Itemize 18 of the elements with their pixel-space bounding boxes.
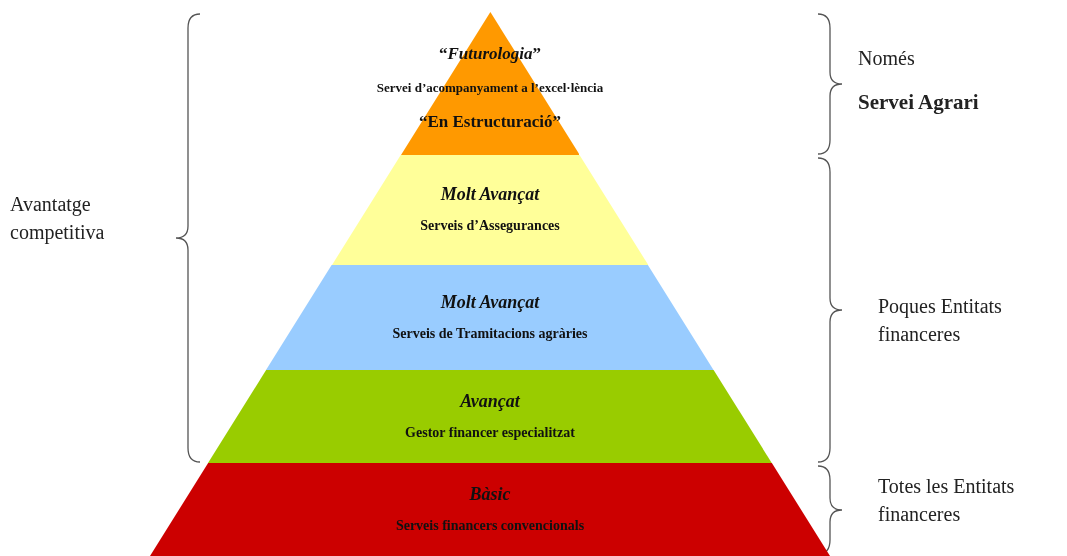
tier-heading: Avançat <box>458 389 521 413</box>
side-note: Avantatge competitiva <box>10 192 106 246</box>
tier-heading: Molt Avançat <box>439 290 541 314</box>
pyramid-tier <box>266 265 714 370</box>
tier-description: Gestor financer especialitzat <box>404 423 576 442</box>
tier-heading: Bàsic <box>468 482 512 506</box>
side-note: Totes les Entitats financeres <box>878 474 1016 527</box>
side-note: Només <box>858 46 916 71</box>
emphasis-note: Servei Agrari <box>858 89 980 116</box>
pyramid-tier <box>150 463 830 556</box>
pyramid-tier <box>208 370 772 463</box>
tier-heading: “En Estructuració” <box>417 111 563 133</box>
side-note: Poques Entitats financeres <box>878 294 1003 347</box>
pyramid-tier <box>331 155 649 265</box>
tier-heading: Molt Avançat <box>439 183 541 206</box>
tier-description: Serveis de Tramitacions agràries <box>391 324 589 343</box>
tier-description: Serveis financers convencionals <box>394 516 586 535</box>
tier-description: Serveis d’Assegurances <box>419 217 561 235</box>
